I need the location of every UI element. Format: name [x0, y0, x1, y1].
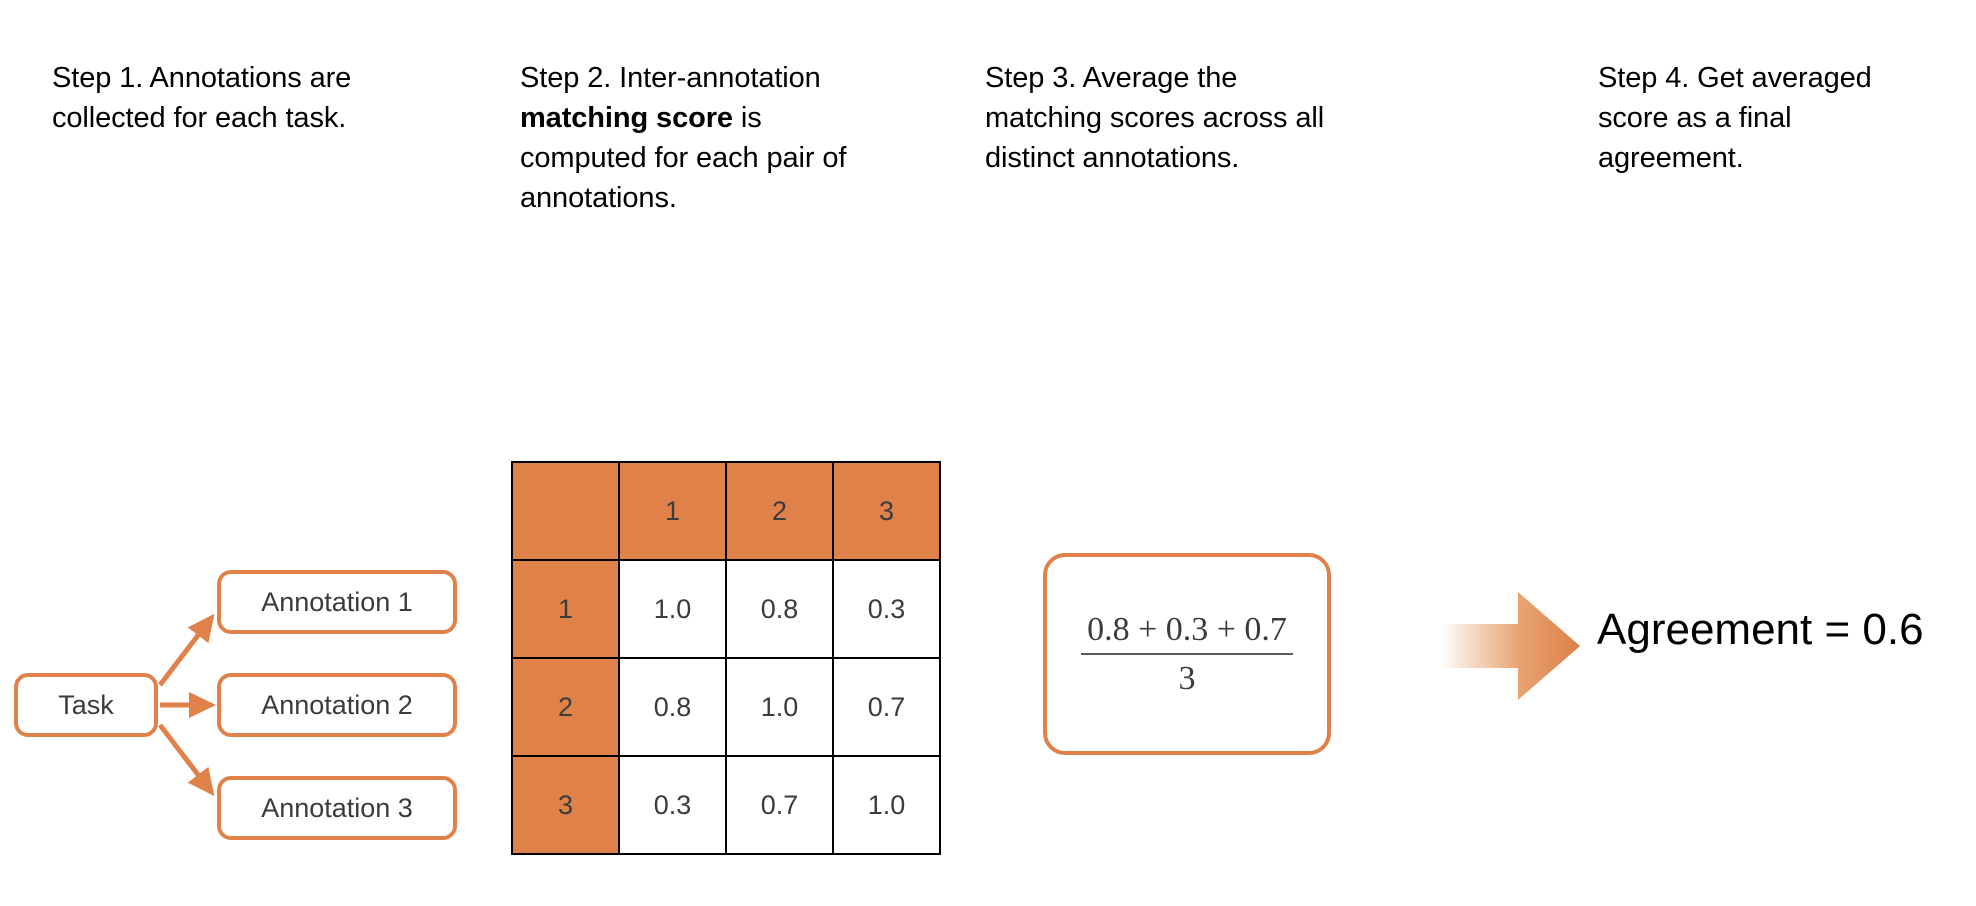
step-2-caption-part1: Step 2. Inter-annotation	[520, 62, 821, 94]
agreement-result-label: Agreement = 0.6	[1597, 605, 1924, 654]
matrix-col-header-2: 2	[725, 461, 834, 561]
annotation-node-1: Annotation 1	[217, 570, 457, 634]
annotation-node-3: Annotation 3	[217, 776, 457, 840]
step-1-caption: Step 1. Annotations are collected for ea…	[52, 62, 352, 135]
matrix-cell-1-1: 1.0	[618, 559, 727, 659]
average-fraction: 0.8 + 0.3 + 0.7 3	[1081, 610, 1293, 697]
matrix-cell-1-2: 0.8	[725, 559, 834, 659]
matrix-row-header-1: 1	[511, 559, 620, 659]
annotation-node-2-label: Annotation 2	[261, 689, 413, 720]
fraction-numerator: 0.8 + 0.3 + 0.7	[1081, 610, 1293, 655]
matrix-cell-2-3: 0.7	[832, 657, 941, 757]
matrix-col-header-1: 1	[618, 461, 727, 561]
result-arrow-icon	[1440, 592, 1580, 700]
task-to-annotation-arrows	[158, 613, 217, 797]
matching-score-matrix: 1 2 3 1 1.0 0.8 0.3 2 0.8 1.0 0.7 3 0.3 …	[511, 461, 941, 855]
matrix-cell-3-2: 0.7	[725, 755, 834, 855]
matrix-row: 2 0.8 1.0 0.7	[511, 657, 941, 757]
matrix-corner-cell	[511, 461, 620, 561]
matrix-cell-3-1: 0.3	[618, 755, 727, 855]
average-formula-box: 0.8 + 0.3 + 0.7 3	[1043, 553, 1331, 755]
arrow-shape	[1440, 592, 1580, 700]
step-2-caption: Step 2. Inter-annotation matching score …	[520, 58, 850, 218]
task-node: Task	[14, 673, 158, 737]
step-2-caption-part2: is computed for each pair of annotations…	[520, 102, 847, 215]
matrix-cell-2-1: 0.8	[618, 657, 727, 757]
annotation-node-1-label: Annotation 1	[261, 586, 413, 617]
step-4-caption: Step 4. Get averaged score as a final ag…	[1598, 62, 1872, 175]
arrow-task-to-annotation-3	[158, 723, 215, 797]
matrix-header-row: 1 2 3	[511, 461, 941, 561]
matrix-cell-2-2: 1.0	[725, 657, 834, 757]
matrix-cell-3-3: 1.0	[832, 755, 941, 855]
matrix-col-header-3: 3	[832, 461, 941, 561]
fraction-denominator: 3	[1178, 659, 1196, 697]
arrow-task-to-annotation-1	[158, 613, 215, 687]
annotation-node-2: Annotation 2	[217, 673, 457, 737]
matrix-row: 1 1.0 0.8 0.3	[511, 559, 941, 659]
step-2-caption-bold: matching score	[520, 102, 733, 135]
matrix-row: 3 0.3 0.7 1.0	[511, 755, 941, 855]
matrix-row-header-2: 2	[511, 657, 620, 757]
annotation-node-3-label: Annotation 3	[261, 792, 413, 823]
step-3-caption: Step 3. Average the matching scores acro…	[985, 62, 1325, 175]
matrix-cell-1-3: 0.3	[832, 559, 941, 659]
matrix-row-header-3: 3	[511, 755, 620, 855]
task-node-label: Task	[58, 689, 114, 720]
